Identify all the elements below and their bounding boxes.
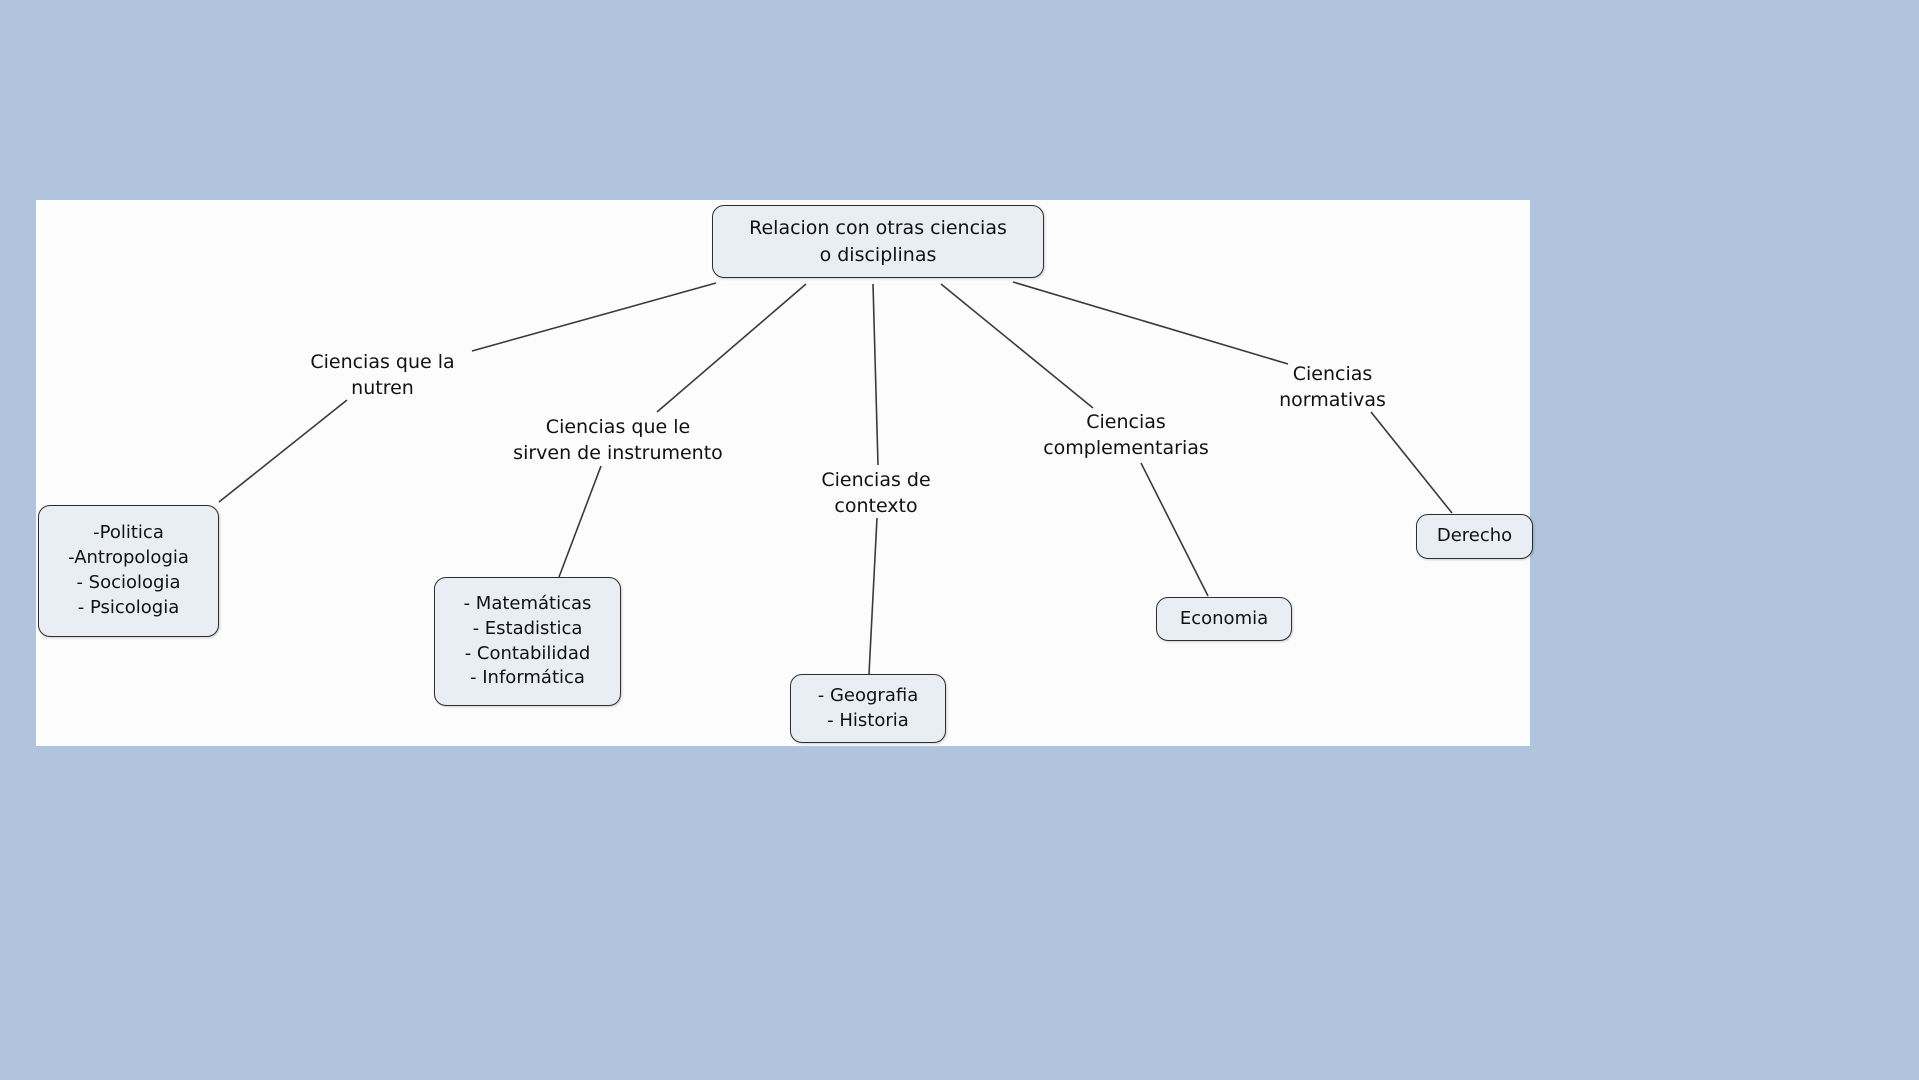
node-matematicas-list-label: - Matemáticas - Estadistica - Contabilid… xyxy=(463,592,592,689)
diagram-canvas xyxy=(36,200,1530,746)
node-economia: Economia xyxy=(1156,597,1292,641)
node-root: Relacion con otras ciencias o disciplina… xyxy=(712,205,1044,278)
node-root-label: Relacion con otras ciencias o disciplina… xyxy=(749,217,1007,266)
node-geografia-list-label: - Geografia - Historia xyxy=(817,684,919,731)
node-economia-label: Economia xyxy=(1179,607,1269,629)
node-politica-list: -Politica -Antropologia - Sociologia - P… xyxy=(38,505,219,637)
node-matematicas-list: - Matemáticas - Estadistica - Contabilid… xyxy=(434,577,621,706)
node-geografia-list: - Geografia - Historia xyxy=(790,674,946,743)
branch-label-ciencias-de-contexto: Ciencias de contexto xyxy=(821,469,931,518)
node-politica-list-label: -Politica -Antropologia - Sociologia - P… xyxy=(68,522,189,618)
branch-label-ciencias-complementarias: Ciencias complementarias xyxy=(1043,411,1209,460)
branch-label-ciencias-normativas: Ciencias normativas xyxy=(1279,363,1386,412)
node-derecho-label: Derecho xyxy=(1436,525,1513,547)
branch-label-ciencias-instrumento: Ciencias que le sirven de instrumento xyxy=(513,416,723,465)
node-derecho: Derecho xyxy=(1416,514,1533,559)
branch-label-ciencias-que-la-nutren: Ciencias que la nutren xyxy=(310,351,455,400)
